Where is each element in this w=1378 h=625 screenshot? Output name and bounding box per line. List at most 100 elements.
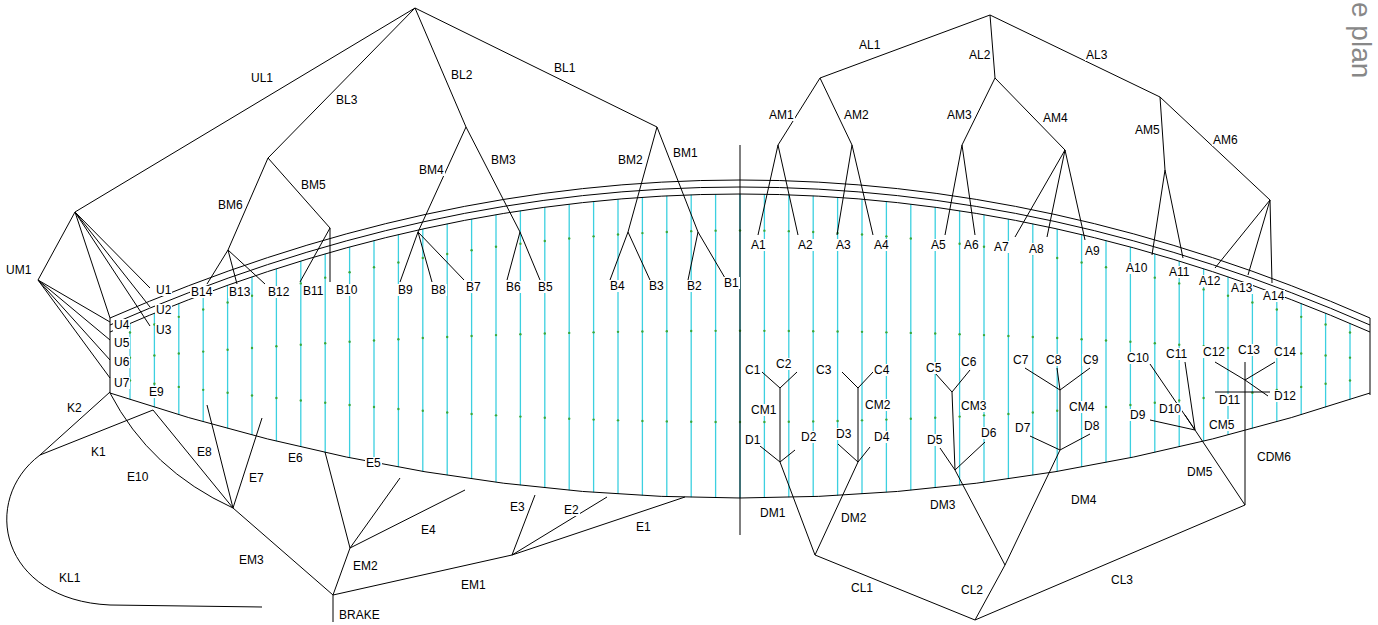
suspension-line <box>228 250 265 284</box>
line-label: CL3 <box>1110 574 1134 586</box>
attachment-dot <box>1056 410 1058 412</box>
line-label: D1 <box>744 434 761 446</box>
suspension-line <box>698 232 725 278</box>
line-label: A8 <box>1028 243 1045 255</box>
line-label: D8 <box>1083 420 1100 432</box>
line-label: UM1 <box>5 264 32 276</box>
attachment-dot <box>1300 316 1302 318</box>
attachment-dot <box>885 235 887 237</box>
rib <box>349 247 350 458</box>
attachment-dot <box>714 229 716 231</box>
rib <box>910 204 911 490</box>
attachment-dot <box>592 418 594 420</box>
line-label: BM6 <box>217 199 244 211</box>
attachment-dot <box>226 349 228 351</box>
line-label: B11 <box>302 285 324 297</box>
line-label: UL1 <box>250 72 274 84</box>
rib <box>544 207 545 488</box>
suspension-line <box>1065 150 1085 240</box>
line-label: A9 <box>1084 245 1101 257</box>
line-label: BRAKE <box>338 609 381 621</box>
suspension-line <box>945 145 962 235</box>
suspension-line <box>466 127 520 232</box>
rib <box>1301 304 1302 415</box>
line-label: AM6 <box>1212 134 1239 146</box>
attachment-dot <box>470 335 472 337</box>
suspension-line <box>1060 390 1061 450</box>
attachment-dot <box>1349 356 1351 358</box>
attachment-dot <box>446 336 448 338</box>
line-label: D4 <box>873 431 890 443</box>
rib <box>203 294 204 422</box>
line-label: B5 <box>537 281 554 293</box>
line-label: DM4 <box>1070 494 1097 506</box>
suspension-line <box>1060 368 1090 390</box>
attachment-dot <box>885 331 887 333</box>
suspension-line <box>780 388 781 462</box>
attachment-dot <box>275 397 277 399</box>
attachment-dot <box>666 330 668 332</box>
rib <box>1227 277 1228 435</box>
suspension-line <box>333 548 350 595</box>
line-label: AL2 <box>968 49 991 61</box>
suspension-line <box>935 373 952 392</box>
title-fragment: e plan <box>1346 2 1376 78</box>
line-label: E8 <box>196 446 213 458</box>
rib <box>398 235 399 468</box>
attachment-dot <box>617 233 619 235</box>
attachment-dot <box>1324 383 1326 385</box>
suspension-line <box>940 448 955 470</box>
attachment-dot <box>348 341 350 343</box>
line-label: E10 <box>126 471 149 483</box>
line-label: E3 <box>509 501 526 513</box>
attachment-dot <box>178 352 180 354</box>
suspension-line <box>758 145 778 235</box>
attachment-dot <box>129 331 131 333</box>
attachment-dot <box>397 261 399 263</box>
line-label: D3 <box>835 428 852 440</box>
line-label: E9 <box>148 386 165 398</box>
suspension-line <box>852 145 873 235</box>
rib <box>715 194 716 498</box>
suspension-line <box>110 393 233 508</box>
rib <box>1057 229 1058 471</box>
attachment-dot <box>1202 288 1204 290</box>
suspension-line <box>350 478 400 548</box>
suspension-line <box>38 280 110 378</box>
attachment-dot <box>1056 257 1058 259</box>
line-label: B13 <box>228 286 251 298</box>
attachment-dot <box>788 230 790 232</box>
line-label: BL3 <box>335 94 358 106</box>
attachment-dot <box>812 330 814 332</box>
suspension-line <box>1025 368 1060 390</box>
attachment-dot <box>934 417 936 419</box>
line-label: C12 <box>1202 346 1226 358</box>
line-label: C3 <box>815 364 832 376</box>
suspension-line <box>1150 420 1195 430</box>
line-label: C10 <box>1126 352 1150 364</box>
attachment-dot <box>763 330 765 332</box>
attachment-dot <box>641 330 643 332</box>
attachment-dot <box>1324 354 1326 356</box>
line-label: C4 <box>873 364 890 376</box>
rib <box>251 277 252 435</box>
rib <box>617 199 618 494</box>
suspension-line <box>975 505 1245 620</box>
rib <box>691 195 692 498</box>
line-label: B8 <box>430 284 447 296</box>
line-label: D2 <box>800 431 817 443</box>
suspension-line <box>512 497 607 555</box>
suspension-line <box>1057 368 1060 390</box>
line-label: D5 <box>926 434 943 446</box>
suspension-line <box>75 212 150 307</box>
line-label: A7 <box>993 241 1010 253</box>
line-label: A12 <box>1198 275 1221 287</box>
suspension-line <box>507 232 520 280</box>
suspension-line <box>1270 200 1272 283</box>
attachment-dot <box>885 418 887 420</box>
attachment-dot <box>1129 341 1131 343</box>
line-label: A6 <box>963 239 980 251</box>
attachment-dot <box>1349 331 1351 333</box>
attachment-dot <box>1007 335 1009 337</box>
rib <box>471 219 472 479</box>
